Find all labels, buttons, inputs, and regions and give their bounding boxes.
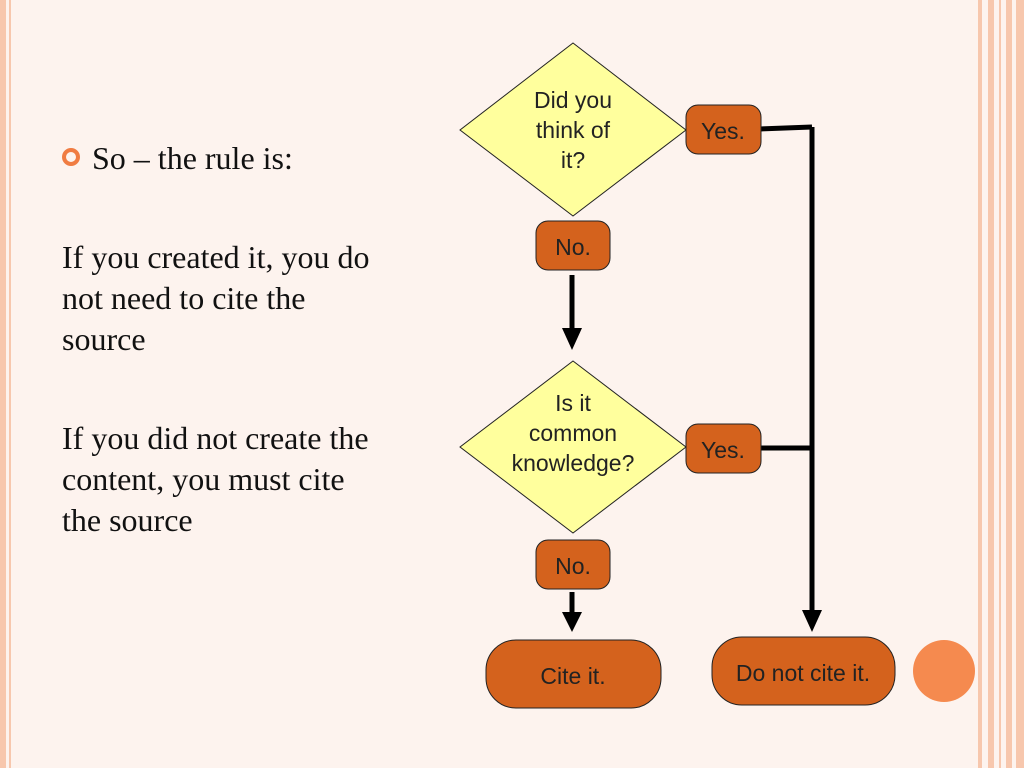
yes-box-2-label: Yes. bbox=[701, 437, 745, 463]
connector-yes1-right bbox=[759, 124, 813, 132]
decision-common-knowledge-line: Is it bbox=[555, 390, 591, 416]
yes-box-1 bbox=[685, 104, 762, 155]
left-rail-stripe-inner bbox=[9, 0, 11, 768]
paragraph-line: If you did not create the bbox=[62, 420, 369, 456]
arrow-to-q2 bbox=[562, 328, 582, 350]
no-box-1 bbox=[535, 220, 611, 271]
left-rail-stripe-outer bbox=[0, 0, 6, 768]
decision-think-of-it bbox=[459, 42, 687, 217]
do-not-cite-box bbox=[711, 636, 896, 706]
decision-think-of-it-line: Did you bbox=[534, 87, 612, 113]
paragraph-line: source bbox=[62, 321, 146, 357]
decision-common-knowledge bbox=[459, 360, 687, 534]
cite-it-label: Cite it. bbox=[540, 663, 605, 689]
paragraph-line: If you created it, you do bbox=[62, 239, 370, 275]
right-rail-stripe-1 bbox=[978, 0, 982, 768]
no-box-2-label: No. bbox=[555, 553, 591, 579]
decorative-orange-circle bbox=[913, 640, 975, 702]
arrow-to-cite bbox=[562, 612, 582, 632]
bullet-icon bbox=[62, 148, 80, 166]
cite-it-box bbox=[485, 639, 662, 709]
paragraph-line: content, you must cite bbox=[62, 461, 345, 497]
decision-think-of-it-line: it? bbox=[561, 147, 585, 173]
no-box-2 bbox=[535, 539, 611, 590]
do-not-cite-label: Do not cite it. bbox=[736, 660, 870, 686]
no-box-1-label: No. bbox=[555, 234, 591, 260]
right-rail-stripe-3 bbox=[999, 0, 1001, 768]
right-rail-stripe-2 bbox=[988, 0, 994, 768]
paragraph-line: not need to cite the bbox=[62, 280, 306, 316]
arrow-to-do-not-cite bbox=[802, 610, 822, 632]
decision-think-of-it-line: think of bbox=[536, 117, 611, 143]
paragraph-line: the source bbox=[62, 502, 193, 538]
decision-common-knowledge-line: knowledge? bbox=[512, 450, 635, 476]
right-rail-stripe-5 bbox=[1016, 0, 1024, 768]
right-rail-stripe-4 bbox=[1006, 0, 1012, 768]
decision-common-knowledge-line: common bbox=[529, 420, 617, 446]
yes-box-2 bbox=[685, 423, 762, 474]
bullet-text: So – the rule is: bbox=[92, 140, 293, 176]
yes-box-1-label: Yes. bbox=[701, 118, 745, 144]
